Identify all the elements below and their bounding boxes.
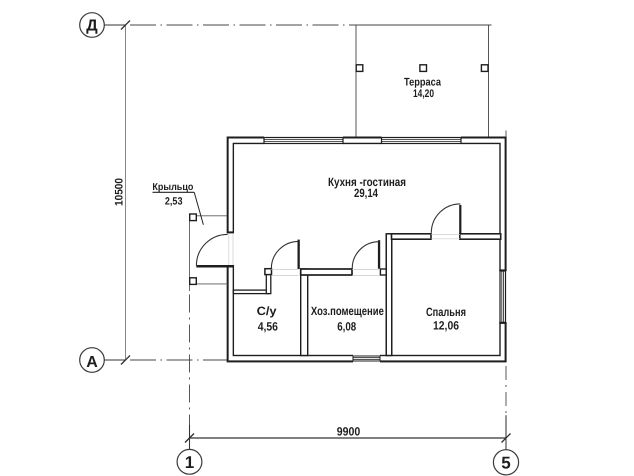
svg-text:2,53: 2,53 [165, 195, 183, 207]
svg-text:12,06: 12,06 [433, 318, 459, 332]
svg-text:Хоз.помещение: Хоз.помещение [311, 304, 384, 318]
svg-text:14,20: 14,20 [413, 88, 434, 100]
svg-text:4,56: 4,56 [258, 319, 278, 333]
svg-text:С/у: С/у [257, 304, 277, 318]
svg-text:Терраса: Терраса [404, 76, 442, 88]
svg-text:Кухня -гостиная: Кухня -гостиная [328, 175, 406, 189]
svg-text:Спальня: Спальня [426, 305, 466, 319]
svg-text:6,08: 6,08 [337, 319, 356, 333]
svg-text:9900: 9900 [337, 424, 361, 438]
svg-text:А: А [86, 354, 98, 371]
svg-text:Д: Д [86, 18, 98, 35]
svg-text:1: 1 [185, 453, 194, 472]
svg-text:29,14: 29,14 [354, 186, 378, 200]
svg-text:5: 5 [501, 453, 510, 472]
svg-text:Крыльцо: Крыльцо [152, 182, 193, 193]
svg-text:10500: 10500 [114, 178, 126, 206]
